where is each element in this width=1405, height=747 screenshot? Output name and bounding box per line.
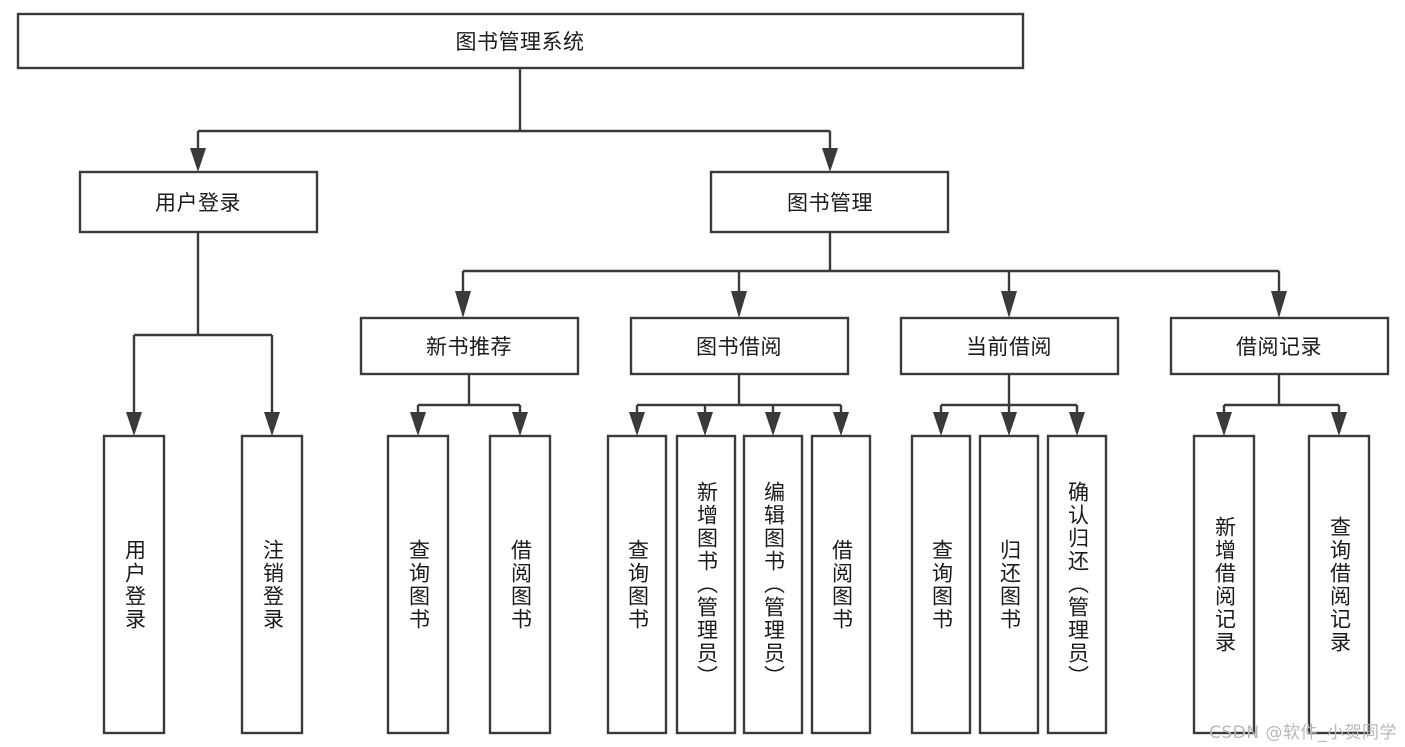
node-root-label: 图书管理系统 <box>456 30 585 54</box>
arrow-icon-current-borrow <box>1001 291 1017 318</box>
connector-borrow-record-to-leaves <box>1216 374 1347 436</box>
node-book-borrow-box[interactable] <box>629 316 850 376</box>
node-leaf-add-borrow-record-box[interactable] <box>1192 434 1256 735</box>
arrow-icon-leaf-edit-book <box>765 412 781 436</box>
connector-user-login-to-leaves <box>126 232 280 436</box>
arrow-icon-leaf-return-book <box>1001 412 1017 436</box>
arrow-icon-leaf-query-book-1 <box>410 412 426 436</box>
node-borrow-record[interactable]: 借阅记录 <box>1169 316 1390 376</box>
node-leaf-borrow-book-1-box[interactable] <box>488 434 552 735</box>
arrow-icon-leaf-query-book-3 <box>933 412 949 436</box>
node-book-borrow-label: 图书借阅 <box>696 335 782 359</box>
node-leaf-query-book-1-box[interactable] <box>386 434 450 735</box>
leaf-boxes <box>102 434 1371 735</box>
node-new-book-recommend-label: 新书推荐 <box>426 335 512 359</box>
node-user-login[interactable]: 用户登录 <box>78 170 319 234</box>
node-leaf-query-book-3-box[interactable] <box>910 434 972 735</box>
arrow-icon-leaf-confirm-return <box>1069 412 1085 436</box>
connector-book-borrow-to-leaves <box>629 374 849 436</box>
arrow-icon-leaf-user-login <box>126 412 142 436</box>
connector-book-management-to-level2 <box>455 232 1287 318</box>
node-new-book-recommend-box[interactable] <box>359 316 580 376</box>
node-user-login-box[interactable] <box>78 170 319 234</box>
node-leaf-logout-login-box[interactable] <box>240 434 304 735</box>
arrow-icon-user-login <box>190 148 206 172</box>
arrow-icon-book-management <box>822 148 838 172</box>
node-leaf-borrow-book-2-box[interactable] <box>810 434 872 735</box>
node-current-borrow-label: 当前借阅 <box>966 335 1052 359</box>
node-current-borrow[interactable]: 当前借阅 <box>899 316 1120 376</box>
arrow-icon-new-book-recommend <box>455 291 471 318</box>
node-leaf-query-book-2-box[interactable] <box>606 434 668 735</box>
node-borrow-record-box[interactable] <box>1169 316 1390 376</box>
node-book-management[interactable]: 图书管理 <box>709 170 950 234</box>
node-root[interactable]: 图书管理系统 <box>16 12 1025 70</box>
node-book-management-box[interactable] <box>709 170 950 234</box>
node-leaf-confirm-return-box[interactable] <box>1046 434 1108 735</box>
arrow-icon-book-borrow <box>731 291 747 318</box>
connector-current-borrow-to-leaves <box>933 374 1085 436</box>
csdn-watermark: CSDN @软件_小贺同学 <box>1209 723 1397 743</box>
arrow-icon-borrow-record <box>1271 291 1287 318</box>
connector-root-to-level1 <box>190 68 838 172</box>
node-borrow-record-label: 借阅记录 <box>1236 335 1322 359</box>
node-leaf-query-borrow-record-box[interactable] <box>1307 434 1371 735</box>
arrow-icon-leaf-borrow-book-1 <box>512 412 528 436</box>
node-new-book-recommend[interactable]: 新书推荐 <box>359 316 580 376</box>
node-leaf-edit-book-box[interactable] <box>742 434 804 735</box>
node-book-borrow[interactable]: 图书借阅 <box>629 316 850 376</box>
arrow-icon-leaf-add-book <box>697 412 713 436</box>
node-leaf-add-book-box[interactable] <box>675 434 737 735</box>
node-leaf-user-login-box[interactable] <box>102 434 166 735</box>
node-book-management-label: 图书管理 <box>787 191 873 215</box>
node-current-borrow-box[interactable] <box>899 316 1120 376</box>
arrow-icon-leaf-query-borrow-record <box>1331 412 1347 436</box>
arrow-icon-leaf-add-borrow-record <box>1216 412 1232 436</box>
arrow-icon-leaf-borrow-book-2 <box>833 412 849 436</box>
connector-new-book-to-leaves <box>410 374 528 436</box>
node-leaf-return-book-box[interactable] <box>978 434 1040 735</box>
node-root-box[interactable] <box>16 12 1025 70</box>
arrow-icon-leaf-query-book-2 <box>629 412 645 436</box>
node-user-login-label: 用户登录 <box>155 191 241 215</box>
arrow-icon-leaf-logout <box>264 412 280 436</box>
